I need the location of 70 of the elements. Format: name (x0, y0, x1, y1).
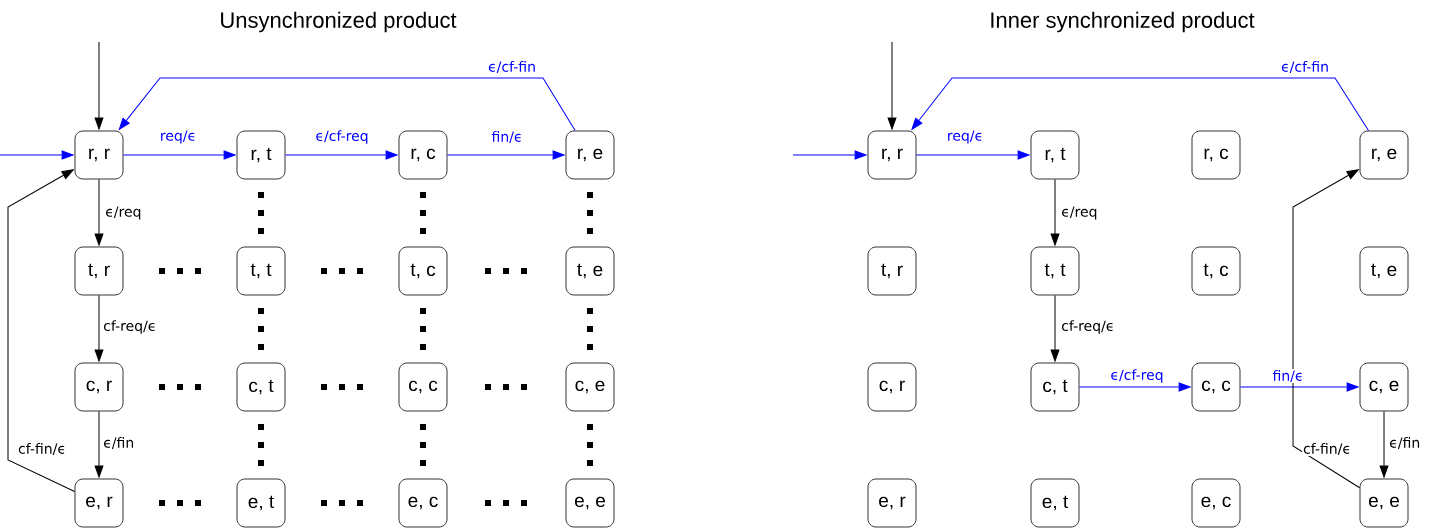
edge-label: cf-req/ϵ (1060, 319, 1116, 335)
state-box: c, t (1030, 362, 1080, 412)
edge-label: req/ϵ (158, 129, 198, 145)
state-box: r, e (1359, 130, 1409, 180)
edge-label: ϵ/cf-fin (1280, 60, 1330, 74)
arrow (1078, 382, 1191, 392)
state-box: t, t (236, 246, 286, 296)
arrow (915, 150, 1030, 160)
state-box: e, c (1191, 478, 1241, 528)
state-box: e, e (565, 478, 615, 528)
arrow (1050, 178, 1060, 246)
edge-label: cf-req/ϵ (102, 319, 158, 335)
state-box: c, r (867, 362, 917, 412)
arrow (1379, 410, 1389, 478)
edge-label: req/ϵ (945, 129, 985, 145)
state-box: c, r (74, 362, 124, 412)
state-box: e, t (236, 478, 286, 528)
arrow (118, 77, 576, 132)
state-box: r, r (867, 130, 917, 180)
arrow (1292, 169, 1361, 489)
state-box: r, t (236, 130, 286, 180)
state-box: c, e (1359, 362, 1409, 412)
state-box: t, r (867, 246, 917, 296)
arrow (7, 169, 76, 492)
state-box: e, c (398, 478, 448, 528)
state-box: c, t (236, 362, 286, 412)
arrow (122, 150, 236, 160)
state-box: c, c (1191, 362, 1241, 412)
arrow (1050, 294, 1060, 362)
state-box: c, c (398, 362, 448, 412)
edge-label: ϵ/fin (102, 436, 136, 450)
arrow (887, 41, 897, 130)
edge-label: ϵ/req (1060, 205, 1099, 221)
state-box: t, e (565, 246, 615, 296)
arrow (1239, 382, 1359, 392)
state-box: e, r (74, 478, 124, 528)
state-box: c, e (565, 362, 615, 412)
arrow (446, 150, 565, 160)
arrow (94, 410, 104, 478)
state-box: e, e (1359, 478, 1409, 528)
state-box: r, r (74, 130, 124, 180)
state-box: r, e (565, 130, 615, 180)
arrow (94, 178, 104, 246)
arrow (94, 294, 104, 362)
edge-label: ϵ/cf-req (314, 129, 370, 145)
state-box: t, r (74, 246, 124, 296)
state-box: r, t (1030, 130, 1080, 180)
arrow (911, 77, 1369, 132)
edge-label: cf-fin/ϵ (1302, 442, 1352, 456)
title: Unsynchronized product (221, 11, 457, 33)
arrow (284, 150, 398, 160)
state-box: t, t (1030, 246, 1080, 296)
state-box: t, e (1359, 246, 1409, 296)
arrow (792, 150, 867, 160)
state-box: r, c (398, 130, 448, 180)
edge-label: ϵ/cf-fin (487, 60, 537, 74)
state-box: t, c (1191, 246, 1241, 296)
edge-label: fin/ϵ (490, 130, 524, 144)
arrow (0, 150, 74, 160)
state-box: e, r (867, 478, 917, 528)
edge-label: ϵ/fin (1388, 436, 1422, 450)
edge-label: cf-fin/ϵ (17, 442, 67, 456)
state-box: t, c (398, 246, 448, 296)
edge-label: ϵ/req (104, 205, 143, 221)
state-box: e, t (1030, 478, 1080, 528)
state-box: r, c (1191, 130, 1241, 180)
edge-label: ϵ/cf-req (1109, 368, 1165, 384)
title: Inner synchronized product (991, 11, 1255, 33)
edge-label: fin/ϵ (1271, 369, 1305, 383)
arrow (94, 41, 104, 130)
